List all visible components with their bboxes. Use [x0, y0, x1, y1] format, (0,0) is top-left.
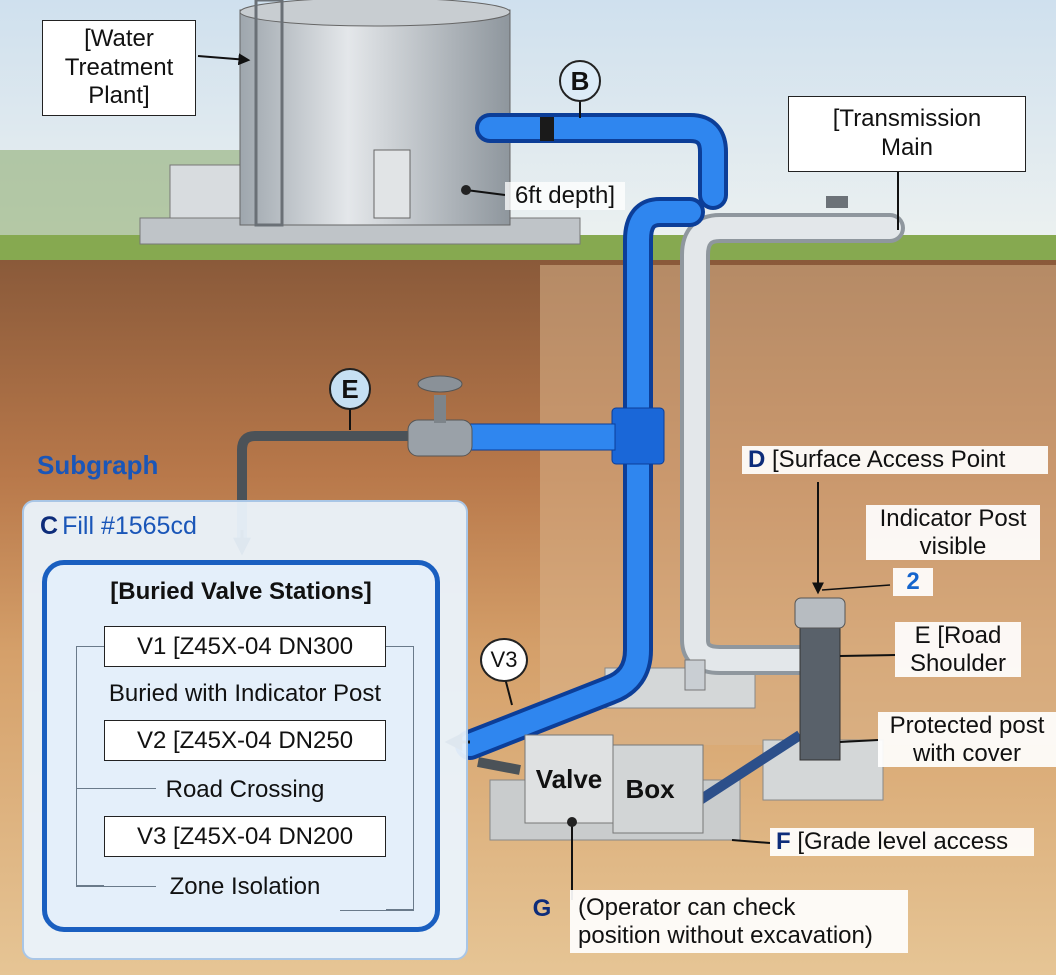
pipe-clamp-b	[540, 117, 554, 141]
marker-e: E	[329, 368, 371, 410]
valve-box-link-right	[697, 730, 803, 805]
station-v2-id: V2 [Z45X-04 DN250	[104, 720, 386, 761]
tree-bracket-right	[386, 646, 414, 910]
leader-depth-dot	[461, 185, 471, 195]
gate-valve-handwheel	[417, 375, 463, 393]
label-surface-access: D [Surface Access Point	[742, 446, 1048, 474]
label-box: Box	[625, 774, 675, 804]
station-v3-id: V3 [Z45X-04 DN200	[104, 816, 386, 857]
station-v2-desc: Road Crossing	[165, 776, 325, 803]
label-protected-post: Protected post with cover	[878, 712, 1056, 768]
indicator-post-cap	[794, 597, 846, 629]
label-depth: 6ft depth]	[505, 182, 625, 210]
blue-tee-fitting	[611, 407, 665, 465]
pipe-stand	[684, 659, 706, 691]
tree-branch-2	[76, 788, 156, 789]
letter-d: D	[748, 446, 766, 473]
text-surface-access: [Surface Access Point	[772, 446, 1006, 473]
label-operator-check: (Operator can check position without exc…	[570, 890, 908, 954]
label-grade-access: F [Grade level access	[770, 828, 1034, 856]
station-v1-id: V1 [Z45X-04 DN300	[104, 626, 386, 667]
tank-top	[239, 0, 511, 27]
surface-valve-wheel	[826, 196, 848, 208]
leader-plant	[197, 53, 251, 66]
marker-b: B	[559, 60, 601, 102]
label-transmission-main: [Transmission Main	[788, 96, 1026, 172]
indicator-post	[799, 619, 841, 761]
leader-e-road	[839, 654, 896, 657]
gate-valve-body	[407, 419, 473, 457]
letter-c: C	[40, 512, 59, 540]
station-v3-desc: Zone Isolation	[169, 873, 321, 900]
leader-f	[731, 839, 771, 844]
marker-v3: V3	[480, 638, 528, 682]
valve-box-right	[612, 744, 704, 834]
label-valve: Valve	[535, 764, 603, 794]
leader-depth	[465, 189, 506, 196]
branch-line-e	[237, 431, 412, 540]
blue-branch-pipe	[469, 423, 616, 451]
tree-bracket-left	[76, 646, 104, 886]
blue-pipe-top	[479, 117, 724, 206]
leader-2	[821, 584, 891, 591]
tank-door	[373, 149, 411, 219]
tank-ladder	[254, 0, 284, 227]
buried-valve-stations-title: [Buried Valve Stations]	[110, 578, 372, 605]
transmission-pipe	[684, 217, 901, 671]
label-indicator-post: Indicator Post visible	[866, 505, 1040, 561]
leader-protected	[839, 739, 879, 743]
tree-branch-end	[340, 910, 414, 911]
label-water-treatment-plant: [Water Treatment Plant]	[42, 20, 196, 116]
label-road-shoulder: E [Road Shoulder	[895, 622, 1021, 678]
leader-g-dot	[567, 817, 577, 827]
valve-box-link-left	[477, 757, 521, 775]
gate-valve-stem	[434, 395, 446, 423]
text-grade-access: [Grade level access	[797, 828, 1009, 855]
letter-g: G	[520, 895, 564, 923]
leader-v3	[504, 677, 513, 706]
valve-box-left	[524, 734, 614, 824]
label-number-2: 2	[893, 568, 933, 596]
tree-branch-3	[76, 886, 156, 887]
letter-f: F	[776, 828, 791, 855]
subgraph-title: Subgraph	[37, 450, 159, 480]
fill-value: Fill #1565cd	[62, 512, 197, 540]
letter-g-text: G	[532, 895, 552, 922]
station-v1-desc: Buried with Indicator Post	[108, 680, 382, 707]
